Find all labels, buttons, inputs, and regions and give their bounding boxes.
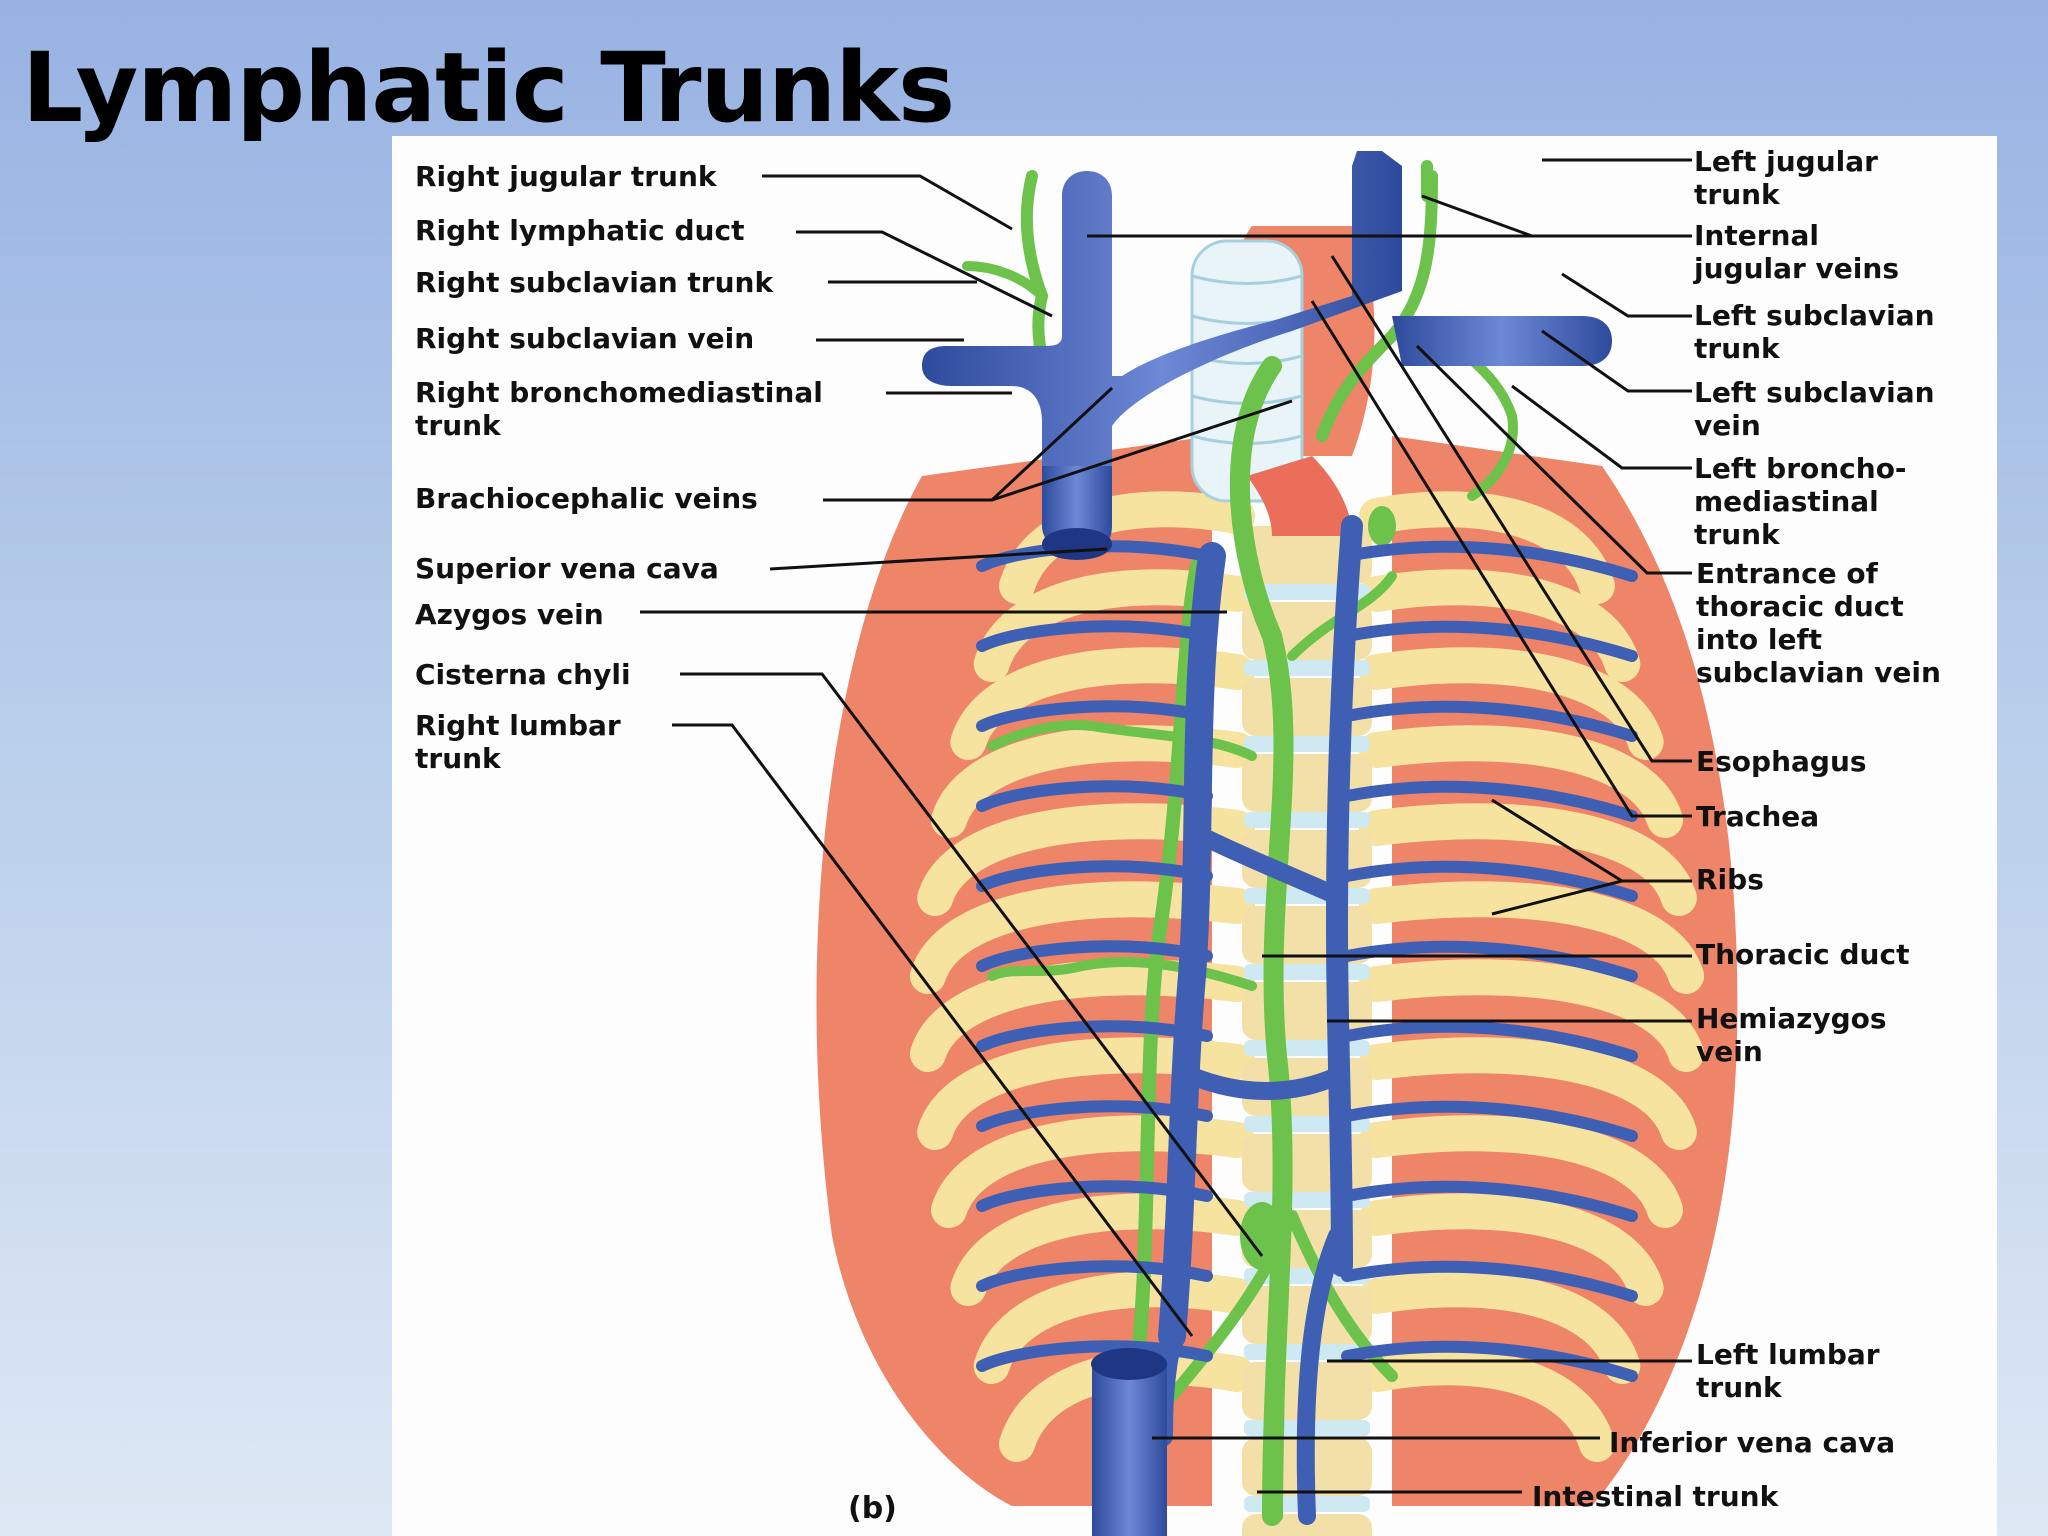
esophagus bbox=[1247, 456, 1352, 536]
leader-line bbox=[1511, 384, 1692, 470]
label-thoracic-duct: Thoracic duct bbox=[1696, 938, 1910, 971]
intercostal-vein bbox=[1341, 780, 1638, 822]
intercostal-vein bbox=[1341, 1260, 1638, 1302]
label-superior-vena-cava: Superior vena cava bbox=[415, 552, 719, 585]
intercostal-vein bbox=[976, 1020, 1213, 1052]
anatomy-illustration bbox=[640, 151, 1738, 1536]
rib bbox=[1359, 1115, 1684, 1228]
leader-line bbox=[769, 547, 1108, 571]
label-right-subclavian-trunk: Right subclavian trunk bbox=[415, 266, 774, 299]
intercostal-vein bbox=[976, 940, 1213, 972]
veins bbox=[1151, 515, 1363, 1525]
label-inferior-vena-cava: Inferior vena cava bbox=[1609, 1426, 1896, 1459]
rib bbox=[1359, 1037, 1697, 1150]
intercostal-vein bbox=[976, 1180, 1213, 1212]
rib bbox=[1359, 803, 1697, 916]
intercostal-vein bbox=[1341, 700, 1638, 742]
vertebra bbox=[1242, 754, 1372, 812]
leader-line bbox=[1421, 194, 1692, 238]
intercostal-vein bbox=[976, 620, 1213, 652]
label-right-subclavian-vein: Right subclavian vein bbox=[415, 322, 755, 355]
leader-line bbox=[1561, 272, 1692, 318]
label-internal-jugular-veins: Internal jugular veins bbox=[1694, 219, 1899, 285]
anatomy-figure: Right jugular trunk Right lymphatic duct… bbox=[392, 136, 1997, 1536]
leader-line bbox=[796, 230, 1053, 318]
label-brachiocephalic-veins: Brachiocephalic veins bbox=[415, 482, 758, 515]
intervertebral-disc bbox=[1244, 812, 1370, 828]
intercostal-vein bbox=[1341, 1020, 1638, 1062]
intercostal-vein bbox=[976, 1260, 1213, 1292]
label-left-lumbar-trunk: Left lumbar trunk bbox=[1696, 1338, 1880, 1404]
intercostal-vein bbox=[1341, 620, 1638, 662]
intercostal-vein bbox=[976, 1100, 1213, 1132]
leader-line bbox=[1310, 300, 1692, 818]
intercostal-vein bbox=[1341, 940, 1638, 982]
label-left-subclavian-trunk: Left subclavian trunk bbox=[1694, 299, 1935, 365]
label-left-bronchomediastinal-trunk: Left broncho- mediastinal trunk bbox=[1694, 452, 1907, 551]
intercostal-vein bbox=[976, 1340, 1213, 1372]
intervertebral-disc bbox=[1244, 1040, 1370, 1056]
rib bbox=[1359, 881, 1705, 994]
slide-title: Lymphatic Trunks bbox=[22, 32, 955, 144]
intercostal-vein bbox=[1341, 1100, 1638, 1142]
ribs-right bbox=[1359, 491, 1705, 1462]
label-right-bronchomediastinal-trunk: Right bronchomediastinal trunk bbox=[415, 376, 823, 442]
label-intestinal-trunk: Intestinal trunk bbox=[1532, 1480, 1779, 1513]
leader-line bbox=[1541, 329, 1692, 393]
label-azygos-vein: Azygos vein bbox=[415, 598, 604, 631]
label-hemiazygos-vein: Hemiazygos vein bbox=[1696, 1002, 1887, 1068]
leader-line bbox=[680, 672, 1264, 1257]
leader-line bbox=[672, 723, 1194, 1337]
intercostal-veins bbox=[976, 540, 1638, 1382]
label-left-jugular-trunk: Left jugular trunk bbox=[1694, 145, 1878, 211]
intercostal-vein bbox=[976, 700, 1213, 732]
intercostal-vein bbox=[976, 860, 1213, 892]
leader-lines bbox=[640, 158, 1692, 1494]
intercostal-vein bbox=[976, 780, 1213, 812]
label-ribs: Ribs bbox=[1696, 863, 1764, 896]
label-entrance-of-thoracic-duct: Entrance of thoracic duct into left subc… bbox=[1696, 557, 1941, 689]
rib bbox=[1359, 1271, 1641, 1384]
intercostal-vein bbox=[1341, 1180, 1638, 1222]
leader-line bbox=[1491, 879, 1623, 916]
leader-line bbox=[991, 399, 1293, 502]
label-right-lymphatic-duct: Right lymphatic duct bbox=[415, 214, 745, 247]
leader-line bbox=[1415, 344, 1692, 575]
leader-line bbox=[762, 174, 1013, 231]
label-left-subclavian-vein: Left subclavian vein bbox=[1694, 376, 1935, 442]
label-right-lumbar-trunk: Right lumbar trunk bbox=[415, 709, 621, 775]
leader-line bbox=[1330, 255, 1692, 763]
rib bbox=[1359, 1349, 1615, 1462]
intervertebral-disc bbox=[1244, 964, 1370, 980]
rib bbox=[1359, 1193, 1664, 1306]
rib bbox=[973, 1271, 1255, 1384]
inferior-vena-cava bbox=[1091, 1348, 1167, 1536]
intercostal-vein bbox=[1341, 540, 1638, 582]
rib bbox=[1359, 569, 1641, 682]
label-esophagus: Esophagus bbox=[1696, 745, 1867, 778]
rib bbox=[909, 881, 1255, 994]
rib bbox=[1359, 959, 1705, 1072]
label-trachea: Trachea bbox=[1696, 800, 1820, 833]
intercostal-vein bbox=[1341, 1340, 1638, 1382]
rib bbox=[1359, 725, 1684, 838]
rib bbox=[909, 959, 1255, 1072]
panel-letter: (b) bbox=[848, 1491, 897, 1526]
label-cisterna-chyli: Cisterna chyli bbox=[415, 658, 631, 691]
rib bbox=[1359, 647, 1664, 760]
label-right-jugular-trunk: Right jugular trunk bbox=[415, 160, 717, 193]
vertebra bbox=[1242, 1134, 1372, 1192]
